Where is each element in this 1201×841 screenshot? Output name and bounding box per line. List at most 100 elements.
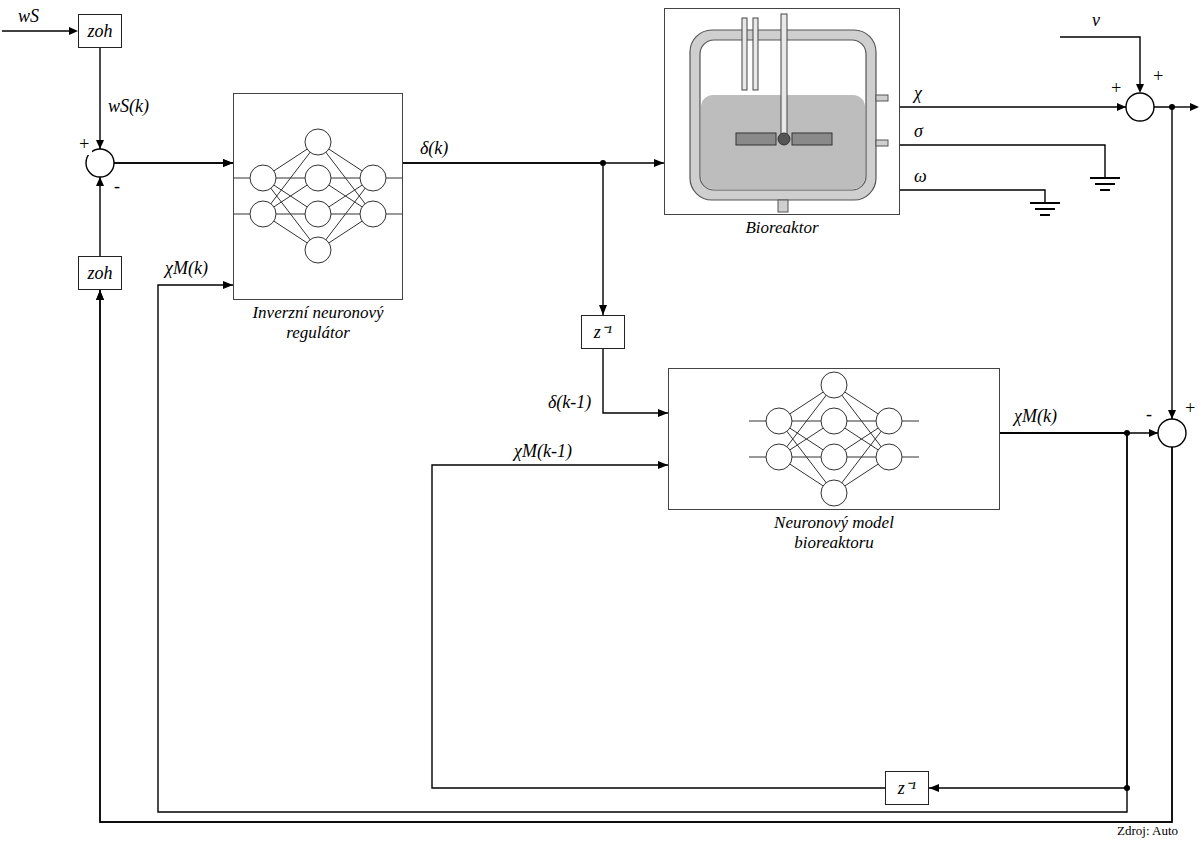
block-caption: Neuronový model bioreaktoru (744, 513, 924, 552)
bioreactor-illustration (690, 14, 888, 212)
signal-wire (158, 285, 1127, 812)
arrow-head (1149, 429, 1158, 437)
arrow-head (69, 27, 78, 35)
signal-name: ν (1090, 10, 1102, 31)
arrow-head (96, 177, 104, 186)
nn-input (233, 214, 250, 215)
ground-symbol (1095, 183, 1115, 185)
arrow-head (96, 140, 104, 149)
nn-neuron (766, 444, 792, 470)
arrow-head (1168, 410, 1176, 419)
signal-name: wS(k) (106, 96, 151, 117)
signal-wire (929, 433, 1127, 788)
nn-neuron (360, 165, 386, 191)
ground-symbol (1030, 202, 1060, 204)
signal-wire (100, 107, 1172, 822)
neural-net-icons (233, 129, 919, 506)
nn-neuron (821, 444, 847, 470)
signal-wire (603, 349, 668, 413)
reactor-nozzle (778, 200, 788, 212)
nn-neuron (876, 444, 902, 470)
nn-input (749, 421, 766, 422)
block-label: zoh (87, 263, 112, 284)
signal-name: σ (912, 121, 925, 142)
block-label: z⁻¹ (594, 322, 612, 343)
impeller-blade (736, 133, 776, 145)
signal-wire (100, 163, 233, 256)
ground-symbol (1035, 208, 1055, 210)
nn-neuron (360, 201, 386, 227)
reactor-nozzle (876, 140, 888, 146)
signal-label: χM(k) (163, 258, 210, 279)
zoh-block: zoh (78, 14, 122, 48)
input-wire (2, 30, 70, 31)
reactor-rod (742, 18, 747, 90)
junction-dot (600, 160, 606, 166)
nn-output (902, 457, 919, 458)
block-caption: Inverzní neuronový regulátor (233, 303, 403, 342)
nn-neuron (821, 408, 847, 434)
nn-neuron (305, 129, 331, 155)
block-label: z⁻¹ (898, 778, 916, 799)
arrow-head (1190, 103, 1199, 111)
arrow-head (1136, 84, 1144, 93)
signal-name: ω (912, 166, 929, 187)
stirrer-shaft (781, 14, 787, 142)
signal-label: δ(k-1) (546, 392, 593, 413)
nn-output (386, 214, 403, 215)
reactor-rod (753, 18, 758, 90)
signal-label: δ(k) (418, 138, 450, 159)
junction-dot (1124, 785, 1130, 791)
sign-mark: + (1150, 66, 1166, 87)
nn-neuron (876, 408, 902, 434)
arrow-head (1117, 103, 1126, 111)
sign-mark: - (112, 176, 122, 197)
ground-symbol (1090, 177, 1120, 179)
impeller-blade (792, 133, 832, 145)
nn-neuron (250, 165, 276, 191)
junction-dot (1124, 430, 1130, 436)
delay-block: z⁻¹ (885, 771, 929, 805)
nn-neuron (305, 237, 331, 263)
impeller-hub (778, 133, 790, 145)
nn-neuron (821, 372, 847, 398)
ground-symbol (1040, 214, 1050, 216)
sign-mark: + (76, 134, 92, 155)
nn-neuron (305, 165, 331, 191)
sigma-wire (900, 145, 1105, 178)
nn-neuron (766, 408, 792, 434)
nn-neuron (305, 201, 331, 227)
sign-mark: + (1182, 398, 1198, 419)
nn-input (233, 178, 250, 179)
signal-wire (403, 163, 603, 315)
nn-neuron (250, 201, 276, 227)
signal-label: χM(k-1) (512, 441, 574, 462)
disturbance-wire (1060, 37, 1140, 86)
signal-wire (100, 290, 1172, 822)
signal-name: χM(k) (1012, 406, 1059, 427)
signal-wire (100, 48, 233, 163)
signal-name: wS (16, 6, 41, 27)
summing-junction (1126, 93, 1154, 121)
block-label: zoh (87, 21, 112, 42)
zoh-block: zoh (78, 256, 122, 290)
omega-wire (900, 190, 1045, 203)
nn-output (386, 178, 403, 179)
signal-name: χ (912, 83, 924, 104)
junction-dot (1169, 104, 1175, 110)
block-caption: Bioreaktor (682, 218, 882, 238)
reactor-nozzle (876, 95, 888, 101)
summing-junction (1158, 419, 1186, 447)
inverse-controller: Inverzní neuronový regulátor (233, 93, 403, 300)
source-note: Zdroj: Auto (1115, 824, 1180, 839)
nn-input (749, 457, 766, 458)
sign-mark: + (1108, 78, 1124, 99)
neural-model: Neuronový model bioreaktoru (668, 368, 1000, 510)
nn-output (902, 421, 919, 422)
ground-symbol (1100, 189, 1110, 191)
nn-neuron (821, 480, 847, 506)
delay-block: z⁻¹ (581, 315, 625, 349)
bioreactor: Bioreaktor (664, 8, 900, 215)
sign-mark: - (1144, 404, 1154, 425)
